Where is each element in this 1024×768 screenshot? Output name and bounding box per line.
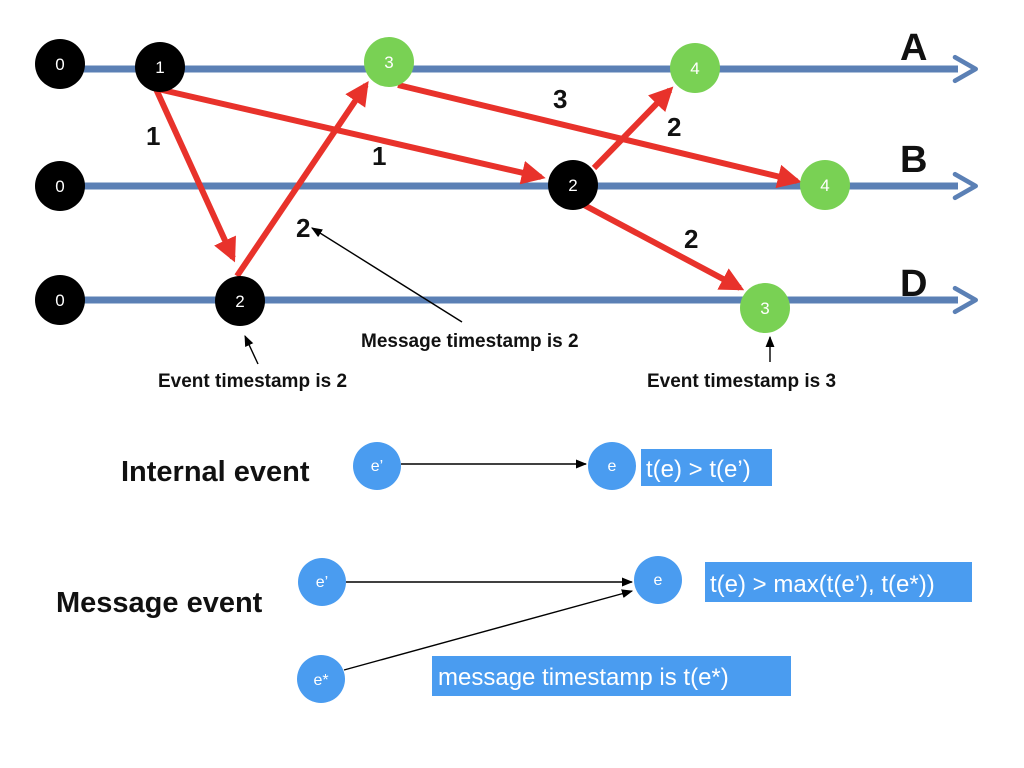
- internal-formula-box: [641, 449, 772, 486]
- event-b0: 0: [35, 161, 85, 211]
- message-d2-to-a3: [234, 81, 369, 278]
- svg-text:1: 1: [155, 58, 164, 77]
- internal-formula: t(e) > t(e’): [646, 456, 751, 483]
- event-a3: 3: [364, 37, 414, 87]
- message-sender-event: e*: [297, 655, 345, 703]
- svg-text:0: 0: [55, 177, 64, 196]
- event-d2: 2: [215, 276, 265, 326]
- internal-curr-event: e: [588, 442, 636, 490]
- message-a1-to-b2: [157, 86, 546, 185]
- event-d3: 3: [740, 283, 790, 333]
- message-label-b2-a4: 2: [667, 112, 681, 142]
- svg-text:e’: e’: [316, 574, 328, 591]
- pointer-message-ts-2: [311, 227, 463, 323]
- annotation-event-ts-2: Event timestamp is 2: [158, 371, 347, 392]
- message-b2-to-d3: [582, 202, 745, 291]
- svg-text:0: 0: [55, 291, 64, 310]
- message-note: message timestamp is t(e*): [438, 664, 729, 691]
- event-a0: 0: [35, 39, 85, 89]
- svg-text:4: 4: [690, 59, 699, 78]
- internal-prev-event: e’: [353, 442, 401, 490]
- event-a4: 4: [670, 43, 720, 93]
- message-formula-box: [705, 562, 972, 602]
- message-curr-event: e: [634, 556, 682, 604]
- message-label-a3-b4: 3: [553, 84, 567, 114]
- message-b2-to-a4: [591, 86, 674, 171]
- message-note-box: [432, 656, 791, 696]
- process-label-b: B: [900, 139, 927, 181]
- message-event-title: Message event: [56, 587, 263, 619]
- message-label-d2-a3: 2: [296, 213, 310, 243]
- svg-text:3: 3: [760, 299, 769, 318]
- message-label-a1-b2: 1: [372, 141, 386, 171]
- pointer-event-ts-2: [244, 334, 259, 365]
- svg-text:3: 3: [384, 53, 393, 72]
- event-b4: 4: [800, 160, 850, 210]
- event-d0: 0: [35, 275, 85, 325]
- svg-text:4: 4: [820, 176, 829, 195]
- annotation-message-ts-2: Message timestamp is 2: [361, 331, 579, 352]
- svg-text:e: e: [608, 458, 617, 475]
- internal-event-title: Internal event: [121, 456, 310, 488]
- svg-text:e: e: [654, 572, 663, 589]
- svg-text:2: 2: [568, 176, 577, 195]
- message-label-a1-d2: 1: [146, 121, 160, 151]
- annotation-event-ts-3: Event timestamp is 3: [647, 371, 836, 392]
- svg-text:e’: e’: [371, 458, 383, 475]
- message-prev-event: e’: [298, 558, 346, 606]
- svg-text:0: 0: [55, 55, 64, 74]
- message-label-b2-d3: 2: [684, 224, 698, 254]
- svg-text:e*: e*: [313, 672, 328, 689]
- event-a1: 1: [135, 42, 185, 92]
- message-formula: t(e) > max(t(e’), t(e*)): [710, 571, 935, 598]
- process-label-a: A: [900, 27, 927, 69]
- message-a3-to-b4: [397, 82, 802, 189]
- process-label-d: D: [900, 263, 927, 305]
- message-a1-to-d2: [153, 87, 236, 263]
- message-event-arrow-sender: [343, 589, 634, 671]
- event-b2: 2: [548, 160, 598, 210]
- message-arrows: [153, 81, 802, 291]
- svg-text:2: 2: [235, 292, 244, 311]
